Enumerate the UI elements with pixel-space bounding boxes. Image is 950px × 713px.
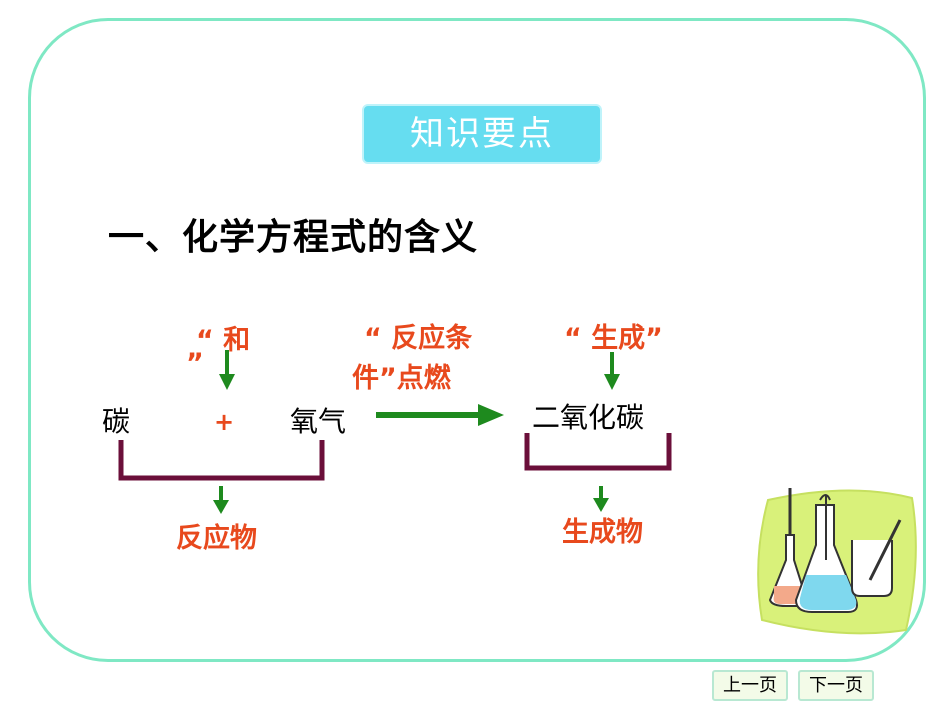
reactants-arrow xyxy=(213,486,229,514)
condition-label: “ 反应条 xyxy=(364,323,473,354)
prev-page-button[interactable]: 上一页 xyxy=(712,670,788,701)
condition-label-ignition: 件”点燃 xyxy=(352,363,451,394)
and-label: “ 和 xyxy=(196,325,251,356)
and-label-quote: ” xyxy=(186,348,204,379)
products-arrow xyxy=(593,486,609,512)
slide-heading: 一、化学方程式的含义 xyxy=(108,217,479,258)
slide-frame xyxy=(28,18,926,662)
product-carbon-dioxide: 二氧化碳 xyxy=(532,401,645,434)
produce-arrow xyxy=(604,352,620,390)
products-bracket xyxy=(524,433,672,471)
chemistry-glassware-illustration xyxy=(757,488,917,635)
section-title-box: 知识要点 xyxy=(362,104,602,164)
and-arrow xyxy=(219,350,235,390)
products-label: 生成物 xyxy=(562,517,643,548)
reactants-label: 反应物 xyxy=(176,523,257,554)
next-page-button[interactable]: 下一页 xyxy=(798,670,874,701)
plus-sign: + xyxy=(214,408,235,436)
reactant-carbon: 碳 xyxy=(102,405,131,438)
produce-label: “ 生成” xyxy=(564,323,663,354)
reaction-arrow xyxy=(376,404,504,426)
reactant-oxygen: 氧气 xyxy=(290,405,347,438)
reactants-bracket xyxy=(118,440,325,481)
